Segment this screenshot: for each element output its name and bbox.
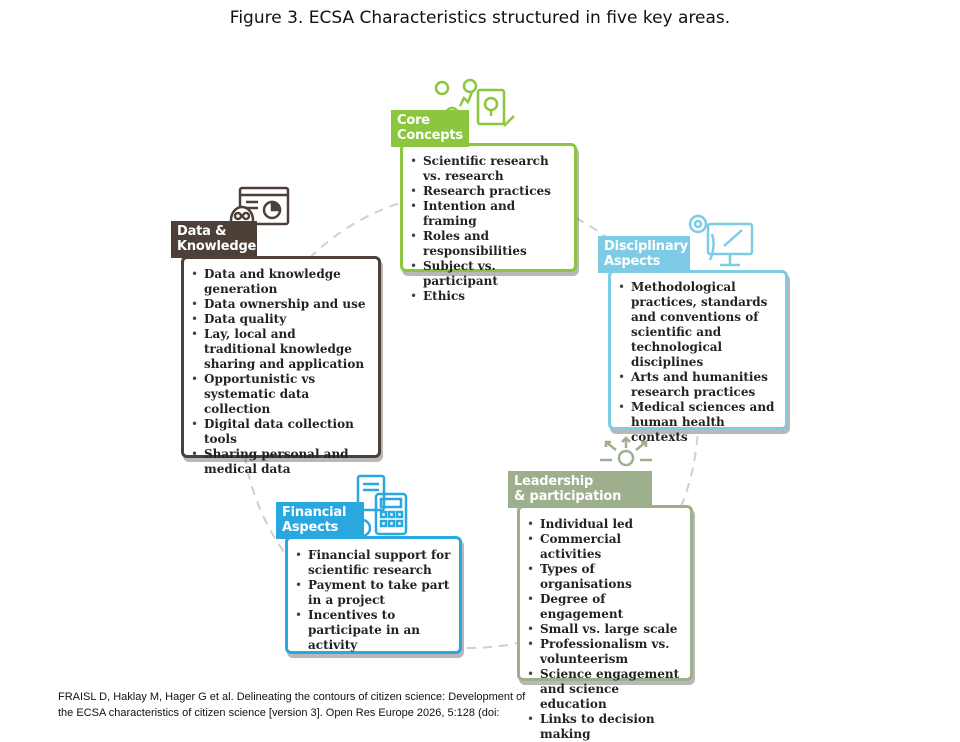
microscope-monitor-icon [688, 214, 754, 267]
data-item: Sharing personal and medical data [191, 447, 370, 477]
data-item: Data ownership and use [191, 297, 370, 312]
leadership-participation-card: Individual led Commercial activities Typ… [517, 505, 693, 741]
disciplinary-item: Methodological practices, standards and … [618, 280, 777, 370]
core-item: Ethics [410, 289, 566, 304]
financial-aspects-label: Financial Aspects [276, 502, 364, 539]
disciplinary-item: Medical sciences and human health contex… [618, 400, 777, 445]
core-concepts-label: Core Concepts [391, 110, 469, 147]
data-item: Data quality [191, 312, 370, 327]
figure-title: Figure 3. ECSA Characteristics structure… [229, 8, 731, 28]
leadership-item: Individual led [527, 517, 682, 532]
leadership-participation-label: Leadership & participation [508, 471, 652, 508]
core-item: Research practices [410, 184, 566, 199]
data-knowledge-card: Data and knowledge generation Data owner… [181, 256, 381, 476]
core-concepts-card: Scientific research vs. research Researc… [400, 143, 577, 304]
financial-aspects-card: Financial support for scientific researc… [285, 536, 462, 654]
core-item: Subject vs. participant [410, 259, 566, 289]
citation: FRAISL D, Haklay M, Hager G et al. Delin… [58, 691, 526, 719]
data-item: Digital data collection tools [191, 417, 370, 447]
leadership-item: Professionalism vs. volunteerism [527, 637, 682, 667]
financial-item: Financial support for scientific researc… [295, 548, 451, 578]
core-item: Roles and responsibilities [410, 229, 566, 259]
data-item: Lay, local and traditional knowledge sha… [191, 327, 370, 372]
core-item: Intention and framing [410, 199, 566, 229]
disciplinary-aspects-label: Disciplinary Aspects [598, 236, 690, 273]
leadership-item: Types of organisations [527, 562, 682, 592]
disciplinary-item: Arts and humanities research practices [618, 370, 777, 400]
data-knowledge-label: Data & Knowledge [171, 221, 257, 258]
disciplinary-aspects-card: Methodological practices, standards and … [608, 270, 788, 444]
leadership-item: Small vs. large scale [527, 622, 682, 637]
data-item: Data and knowledge generation [191, 267, 370, 297]
data-item: Opportunistic vs systematic data collect… [191, 372, 370, 417]
leadership-item: Degree of engagement [527, 592, 682, 622]
financial-item: Incentives to participate in an activity [295, 608, 451, 653]
financial-item: Payment to take part in a project [295, 578, 451, 608]
core-item: Scientific research vs. research [410, 154, 566, 184]
leadership-item: Science engagement and science education [527, 667, 682, 712]
leadership-item: Commercial activities [527, 532, 682, 562]
